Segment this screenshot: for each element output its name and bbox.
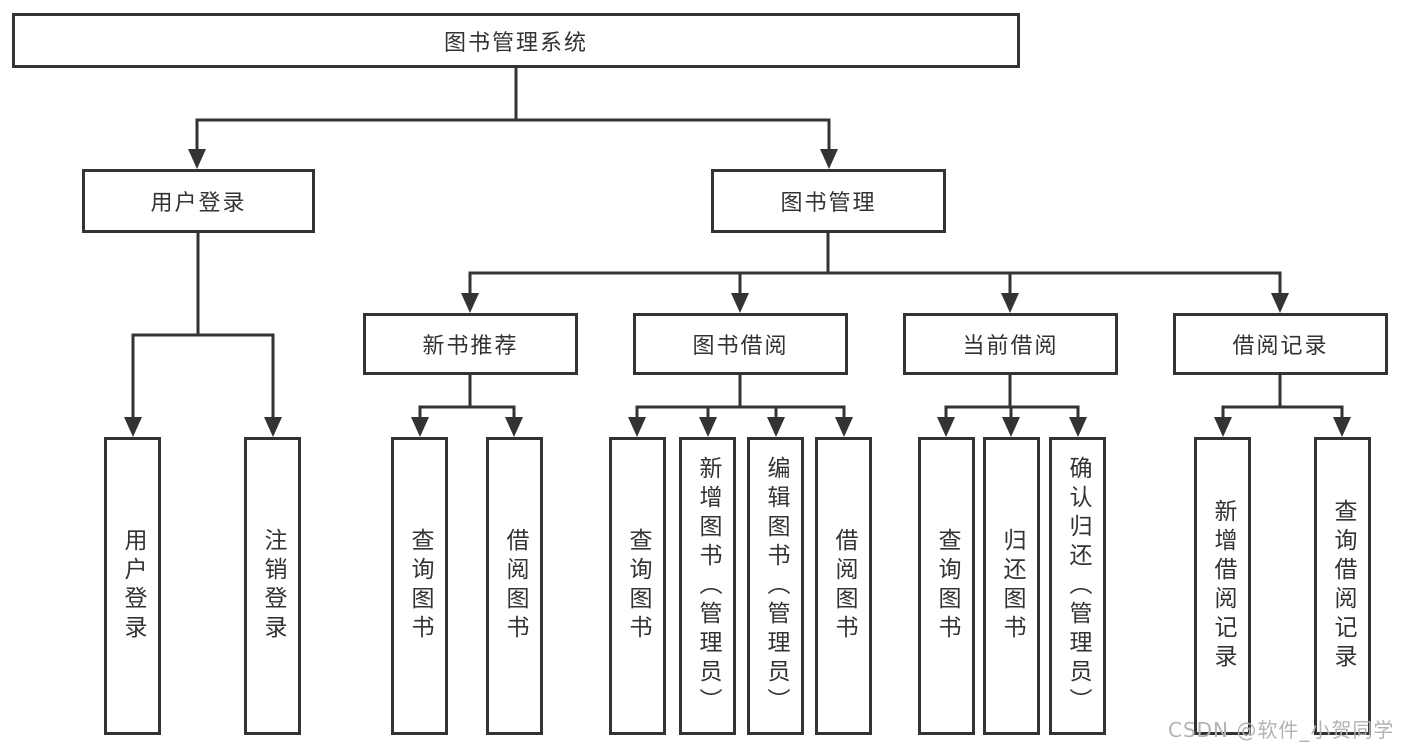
node-borrow-records: 借阅记录 xyxy=(1173,313,1388,375)
node-leaf-query-books-borrow: 查询图书 xyxy=(609,437,666,735)
node-leaf-borrow-books: 借阅图书 xyxy=(815,437,872,735)
node-new-book-recommend: 新书推荐 xyxy=(363,313,578,375)
node-leaf-query-borrow-record: 查询借阅记录 xyxy=(1314,437,1371,735)
node-leaf-logout: 注销登录 xyxy=(244,437,301,735)
csdn-watermark: CSDN @软件_小贺同学 xyxy=(1168,718,1395,742)
node-leaf-add-borrow-record: 新增借阅记录 xyxy=(1194,437,1251,735)
node-leaf-user-login: 用户登录 xyxy=(104,437,161,735)
node-leaf-borrow-books-recommend: 借阅图书 xyxy=(486,437,543,735)
node-book-management-branch: 图书管理 xyxy=(711,169,946,233)
node-current-borrow: 当前借阅 xyxy=(903,313,1118,375)
node-leaf-query-books-recommend: 查询图书 xyxy=(391,437,448,735)
node-leaf-add-books-admin: 新增图书（管理员） xyxy=(679,437,736,735)
node-leaf-return-books: 归还图书 xyxy=(983,437,1040,735)
node-library-management-system: 图书管理系统 xyxy=(12,13,1020,68)
node-leaf-query-books-current: 查询图书 xyxy=(918,437,975,735)
node-leaf-confirm-return-admin: 确认归还（管理员） xyxy=(1049,437,1106,735)
node-book-borrow: 图书借阅 xyxy=(633,313,848,375)
node-user-login-branch: 用户登录 xyxy=(82,169,315,233)
node-leaf-edit-books-admin: 编辑图书（管理员） xyxy=(747,437,804,735)
